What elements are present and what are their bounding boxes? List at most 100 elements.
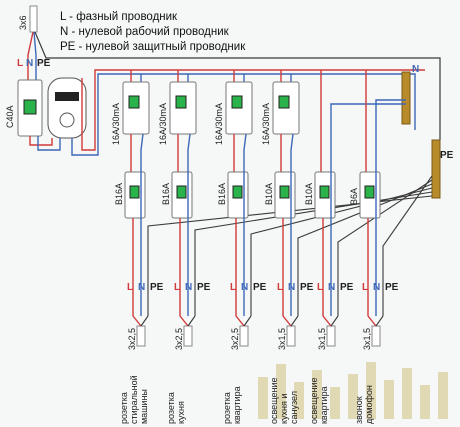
merge-pe-5 — [375, 315, 384, 327]
caption-4-line-1: квартира — [319, 386, 329, 424]
out-pe-5 — [382, 175, 433, 316]
merge-l-1 — [179, 315, 189, 327]
legend: L - фазный проводник N - нулевой рабочий… — [60, 10, 245, 55]
cable-label-5: 3x1,5 — [362, 328, 372, 350]
caption-5-line-1: домофон — [364, 385, 374, 424]
out-pe-label-4: PE — [340, 282, 354, 293]
pe-busbar — [431, 139, 441, 199]
merge-pe-4 — [330, 315, 339, 327]
breaker-label-2: B16A — [217, 183, 227, 205]
merge-l-3 — [282, 315, 292, 327]
breaker-toggle-5 — [364, 185, 375, 199]
main-breaker-label: C40A — [5, 105, 15, 128]
caption-1-line-1: кухня — [176, 401, 186, 424]
legend-phase: L - фазный проводник — [60, 11, 178, 23]
merge-pe-2 — [243, 315, 252, 327]
caption-4-line-0: освещение — [309, 377, 319, 424]
cable-end-5 — [371, 325, 381, 347]
out-pe-label-1: PE — [197, 282, 211, 293]
input-pe-wire — [34, 31, 441, 140]
breaker-label-1: B16A — [161, 183, 171, 205]
cable-end-0 — [136, 325, 146, 347]
rcd-toggle-1 — [175, 95, 187, 109]
caption-1-line-0: розетка — [166, 392, 176, 424]
meter-dial — [59, 112, 75, 128]
out-l-label-3: L — [277, 282, 283, 293]
input-n-label: N — [26, 58, 33, 69]
merge-pe-0 — [140, 315, 149, 327]
cable-label-3: 3x1,5 — [277, 328, 287, 350]
rcd-label-3: 16A/30mA — [261, 103, 271, 145]
out-n-label-0: N — [138, 282, 145, 293]
caption-0-line-2: машины — [139, 389, 149, 424]
caption-0-line-1: стиральной — [129, 375, 139, 424]
out-neutral-4 — [330, 103, 406, 316]
caption-3-line-0: освещение — [269, 377, 279, 424]
cable-end-1 — [183, 325, 193, 347]
main-breaker-toggle — [23, 99, 37, 115]
breaker-toggle-1 — [176, 185, 187, 199]
caption-3-line-1: кухня и — [279, 394, 289, 424]
merge-pe-1 — [187, 315, 196, 327]
n-busbar-label: N — [412, 64, 419, 75]
out-pe-3 — [297, 183, 433, 316]
caption-0-line-0: розетка — [119, 392, 129, 424]
out-l-label-2: L — [230, 282, 236, 293]
out-pe-0 — [147, 195, 433, 316]
legend-neutral: N - нулевой рабочий проводник — [60, 26, 229, 38]
caption-2-line-0: розетка — [222, 392, 232, 424]
out-neutral-1 — [187, 133, 191, 316]
out-neutral-3 — [290, 133, 294, 316]
cable-label-1: 3x2,5 — [174, 328, 184, 350]
out-pe-label-5: PE — [385, 282, 399, 293]
caption-2-line-1: квартира — [232, 386, 242, 424]
cable-end-4 — [326, 325, 336, 347]
caption-3-line-2: санузел — [289, 391, 299, 424]
electricity-meter — [47, 77, 87, 139]
out-n-label-5: N — [373, 282, 380, 293]
breaker-toggle-4 — [319, 185, 330, 199]
cable-label-0: 3x2,5 — [127, 328, 137, 350]
out-neutral-2 — [243, 133, 247, 316]
caption-5-line-0: звонок — [354, 396, 364, 424]
breaker-toggle-2 — [232, 185, 243, 199]
rcd-toggle-3 — [278, 95, 290, 109]
out-n-label-3: N — [288, 282, 295, 293]
out-neutral-5 — [375, 99, 406, 316]
cable-end-3 — [286, 325, 296, 347]
meter-display — [55, 92, 79, 101]
rcd-label-2: 16A/30mA — [214, 103, 224, 145]
breaker-meter-neutral — [37, 136, 61, 151]
out-pe-label-3: PE — [300, 282, 314, 293]
input-cable-end — [29, 5, 38, 33]
input-l-label: L — [17, 58, 23, 69]
rcd-toggle-0 — [128, 95, 140, 109]
breaker-label-3: B10A — [264, 183, 274, 205]
pe-busbar-label: PE — [440, 150, 454, 161]
breaker-toggle-3 — [279, 185, 290, 199]
breaker-meter-phase — [29, 136, 53, 146]
cable-label-4: 3x1,5 — [317, 328, 327, 350]
out-pe-label-2: PE — [253, 282, 267, 293]
rcd-toggle-2 — [231, 95, 243, 109]
rcd-label-1: 16A/30mA — [158, 103, 168, 145]
merge-l-2 — [235, 315, 245, 327]
input-pe-label: PE — [37, 58, 51, 69]
out-l-label-1: L — [174, 282, 180, 293]
breaker-label-4: B10A — [304, 183, 314, 205]
out-l-label-5: L — [362, 282, 368, 293]
out-pe-1 — [194, 191, 433, 316]
out-neutral-0 — [140, 133, 144, 316]
flower-watermark-icon — [258, 362, 448, 419]
out-l-label-4: L — [317, 282, 323, 293]
out-pe-label-0: PE — [150, 282, 164, 293]
out-n-label-2: N — [241, 282, 248, 293]
n-busbar — [401, 71, 411, 125]
out-l-label-0: L — [127, 282, 133, 293]
breaker-label-0: B16A — [114, 183, 124, 205]
merge-l-5 — [367, 315, 377, 327]
out-n-label-1: N — [185, 282, 192, 293]
breaker-label-5: B6A — [349, 188, 359, 205]
legend-pe: PE - нулевой защитный проводник — [60, 41, 246, 53]
